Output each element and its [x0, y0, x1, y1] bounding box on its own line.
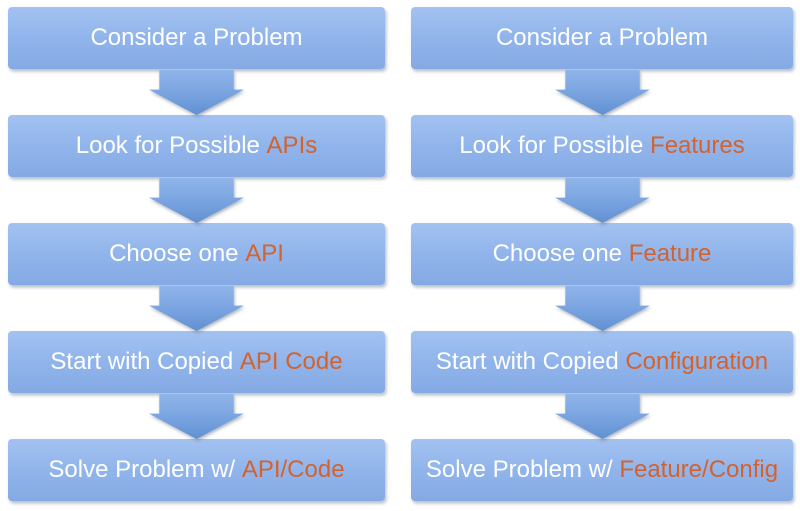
step-label: Look for Possible — [459, 132, 651, 159]
flow-step-box: Start with Copied API Code — [8, 331, 385, 393]
step-label-accent: APIs — [266, 132, 318, 159]
flow-step-box: Choose one API — [8, 223, 385, 285]
flow-step-box: Start with Copied Configuration — [411, 331, 793, 393]
down-arrow-icon — [554, 178, 650, 223]
flow-step-box: Look for Possible Features — [411, 115, 793, 177]
down-arrow-icon — [554, 394, 650, 439]
step-label: Consider a Problem — [495, 24, 709, 51]
flow-column-api: Consider a Problem Look for Possible API… — [8, 7, 385, 501]
step-label: Consider a Problem — [90, 24, 303, 51]
step-label: Start with Copied — [50, 348, 240, 375]
down-arrow-icon — [554, 286, 650, 331]
down-arrow-icon — [149, 178, 244, 223]
down-arrow-icon — [554, 70, 650, 115]
step-label-accent: API — [245, 240, 284, 267]
flow-step-box: Consider a Problem — [8, 7, 385, 69]
step-label: Solve Problem w/ — [425, 456, 620, 483]
step-label-accent: Feature — [628, 240, 712, 267]
step-label: Solve Problem w/ — [48, 456, 242, 483]
down-arrow-icon — [149, 394, 244, 439]
step-label: Look for Possible — [75, 132, 267, 159]
down-arrow-icon — [149, 286, 244, 331]
step-label-accent: Features — [650, 132, 745, 159]
step-label: Choose one — [492, 240, 629, 267]
down-arrow-icon — [149, 70, 244, 115]
flow-step-box: Consider a Problem — [411, 7, 793, 69]
flow-step-box: Choose one Feature — [411, 223, 793, 285]
step-label-accent: API/Code — [241, 456, 345, 483]
flow-step-box: Look for Possible APIs — [8, 115, 385, 177]
step-label-accent: Feature/Config — [619, 456, 779, 483]
step-label-accent: Configuration — [625, 348, 769, 375]
flow-step-box: Solve Problem w/ Feature/Config — [411, 439, 793, 501]
flow-step-box: Solve Problem w/ API/Code — [8, 439, 385, 501]
step-label-accent: API Code — [239, 348, 343, 375]
step-label: Choose one — [109, 240, 246, 267]
step-label: Start with Copied — [435, 348, 626, 375]
flow-column-feature: Consider a Problem Look for Possible Fea… — [411, 7, 793, 501]
